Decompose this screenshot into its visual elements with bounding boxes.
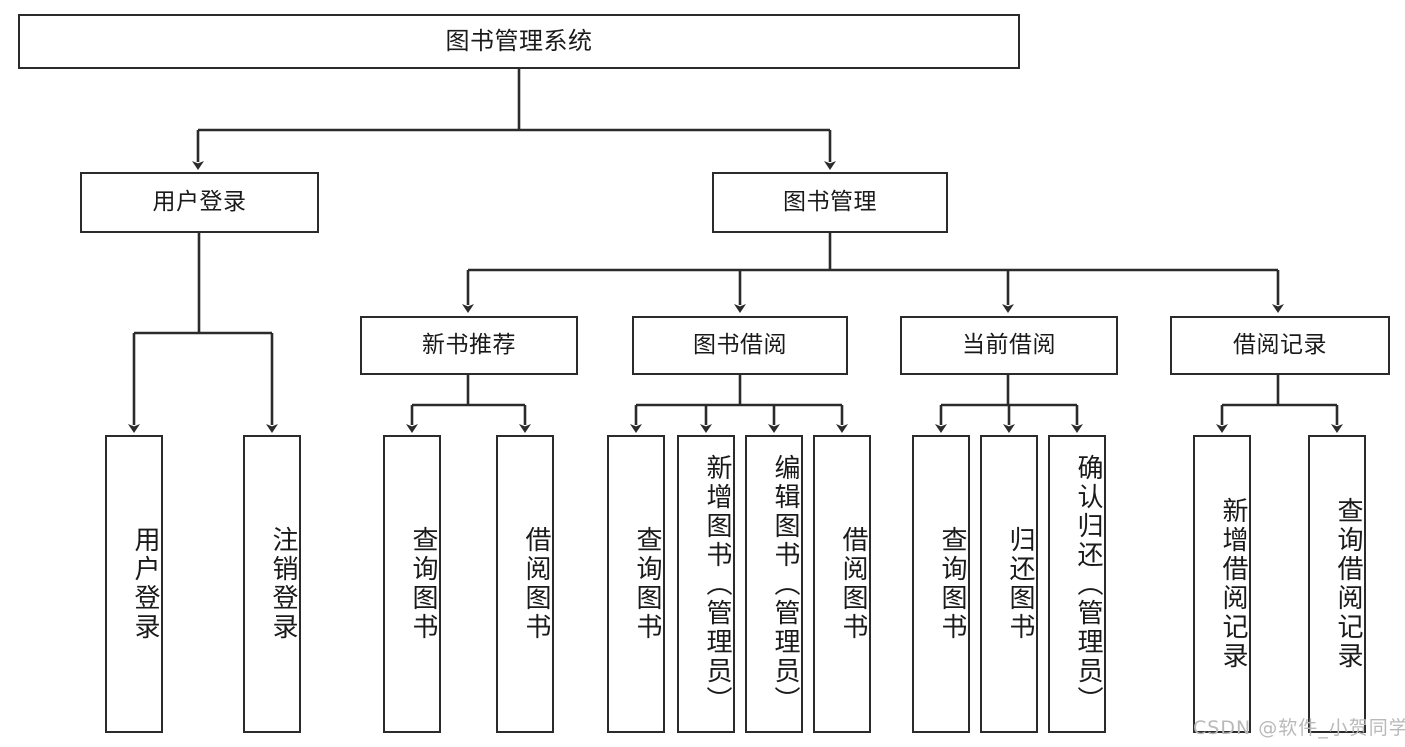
leaf-logout[interactable]: 注销登录 [243, 435, 301, 733]
node-current-borrow[interactable]: 当前借阅 [900, 316, 1118, 375]
leaf-confirm-return-admin[interactable]: 确认归还（管理员） [1048, 435, 1106, 733]
node-label: 图书借阅 [693, 331, 787, 358]
leaf-borrow-book-recommend[interactable]: 借阅图书 [496, 435, 554, 733]
leaf-return-book[interactable]: 归还图书 [980, 435, 1038, 733]
node-label: 借阅图书 [838, 526, 868, 642]
node-new-book-recommend[interactable]: 新书推荐 [360, 316, 578, 375]
node-label: 新增图书（管理员） [702, 453, 732, 715]
leaf-query-book-recommend[interactable]: 查询图书 [383, 435, 441, 733]
leaf-add-book-admin[interactable]: 新增图书（管理员） [677, 435, 735, 733]
node-book-management[interactable]: 图书管理 [712, 172, 948, 233]
node-borrow-record[interactable]: 借阅记录 [1170, 316, 1390, 375]
node-label: 借阅记录 [1233, 331, 1327, 358]
leaf-query-book-current[interactable]: 查询图书 [912, 435, 970, 733]
node-label: 编辑图书（管理员） [770, 453, 800, 715]
node-root-system[interactable]: 图书管理系统 [18, 14, 1020, 69]
node-label: 查询图书 [937, 526, 967, 642]
node-label: 图书管理系统 [445, 27, 593, 56]
leaf-query-book-borrow[interactable]: 查询图书 [607, 435, 665, 733]
node-label: 查询图书 [408, 526, 438, 642]
node-label: 查询借阅记录 [1333, 497, 1363, 671]
leaf-edit-book-admin[interactable]: 编辑图书（管理员） [745, 435, 803, 733]
node-user-login[interactable]: 用户登录 [80, 172, 319, 233]
csdn-watermark: CSDN @软件_小贺同学 [1193, 717, 1405, 739]
node-label: 查询图书 [632, 526, 662, 642]
leaf-query-borrow-record[interactable]: 查询借阅记录 [1308, 435, 1366, 733]
node-label: 新增借阅记录 [1218, 497, 1248, 671]
node-label: 新书推荐 [422, 331, 516, 358]
leaf-add-borrow-record[interactable]: 新增借阅记录 [1193, 435, 1251, 733]
node-book-borrow[interactable]: 图书借阅 [632, 316, 848, 375]
node-label: 用户登录 [152, 188, 247, 215]
node-label: 用户登录 [130, 526, 160, 642]
leaf-borrow-book[interactable]: 借阅图书 [813, 435, 871, 733]
leaf-user-login[interactable]: 用户登录 [105, 435, 163, 733]
node-label: 确认归还（管理员） [1073, 453, 1103, 715]
node-label: 借阅图书 [521, 526, 551, 642]
node-label: 图书管理 [783, 188, 877, 215]
node-label: 归还图书 [1005, 526, 1035, 642]
node-label: 当前借阅 [962, 331, 1056, 358]
node-label: 注销登录 [268, 526, 298, 642]
